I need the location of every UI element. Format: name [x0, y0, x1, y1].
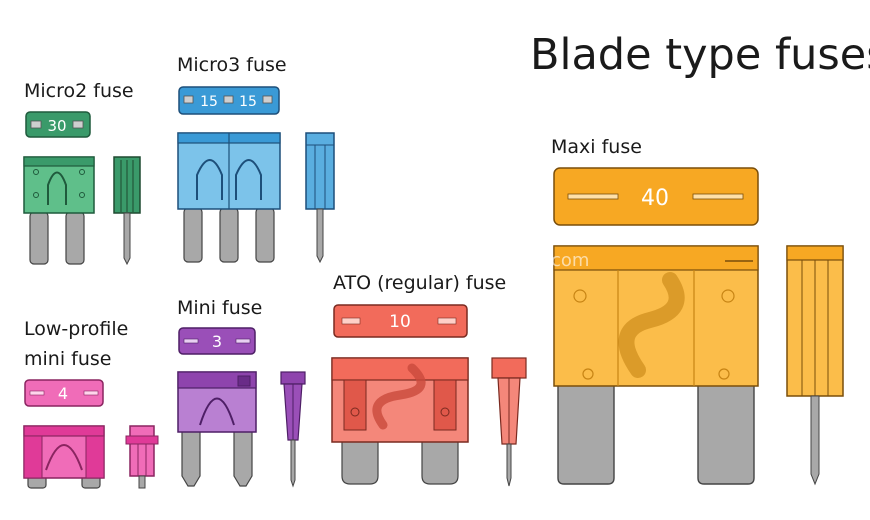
micro3-rating-2: 15	[239, 94, 257, 110]
micro3-front-view	[177, 132, 281, 263]
micro2-rating: 30	[47, 117, 66, 135]
maxi-rating: 40	[641, 186, 669, 211]
micro3-label: Micro3 fuse	[177, 54, 287, 76]
mini-front-view	[177, 371, 257, 487]
ato-side-view	[491, 357, 527, 487]
lowprofile-fuse: 4	[23, 379, 159, 489]
mini-rating: 3	[212, 332, 222, 351]
ato-rating: 10	[389, 312, 411, 332]
maxi-side-view	[786, 245, 844, 486]
ato-top-view: 10	[333, 304, 468, 338]
page-title: Blade type fuses	[530, 30, 870, 80]
micro2-top-view: 30	[25, 111, 91, 138]
micro3-fuse: 15 15	[177, 86, 335, 264]
mini-fuse: 3	[177, 327, 306, 488]
micro2-label: Micro2 fuse	[24, 80, 134, 102]
micro3-side-view	[305, 132, 335, 264]
maxi-top-view: 40	[553, 167, 759, 226]
lowprofile-side-view	[125, 425, 159, 489]
watermark-text: com	[551, 250, 590, 271]
mini-side-view	[280, 371, 306, 488]
micro2-front-view	[23, 156, 95, 265]
mini-top-view: 3	[178, 327, 256, 355]
lowprofile-rating: 4	[58, 384, 68, 403]
maxi-label: Maxi fuse	[551, 136, 642, 158]
lowprofile-top-view: 4	[24, 379, 104, 407]
micro2-side-view	[113, 156, 141, 266]
mini-label: Mini fuse	[177, 297, 263, 319]
lowprofile-label-line2: mini fuse	[24, 348, 112, 370]
ato-front-view	[331, 357, 469, 485]
micro2-fuse: 30	[23, 111, 141, 266]
lowprofile-front-view	[23, 425, 105, 489]
ato-fuse: 10	[331, 304, 527, 487]
maxi-front-view	[553, 245, 759, 485]
ato-label: ATO (regular) fuse	[333, 272, 507, 294]
micro3-rating-1: 15	[200, 94, 218, 110]
lowprofile-label-line1: Low-profile	[24, 318, 129, 340]
maxi-fuse: 40	[553, 167, 844, 486]
micro3-top-view: 15 15	[178, 86, 280, 115]
